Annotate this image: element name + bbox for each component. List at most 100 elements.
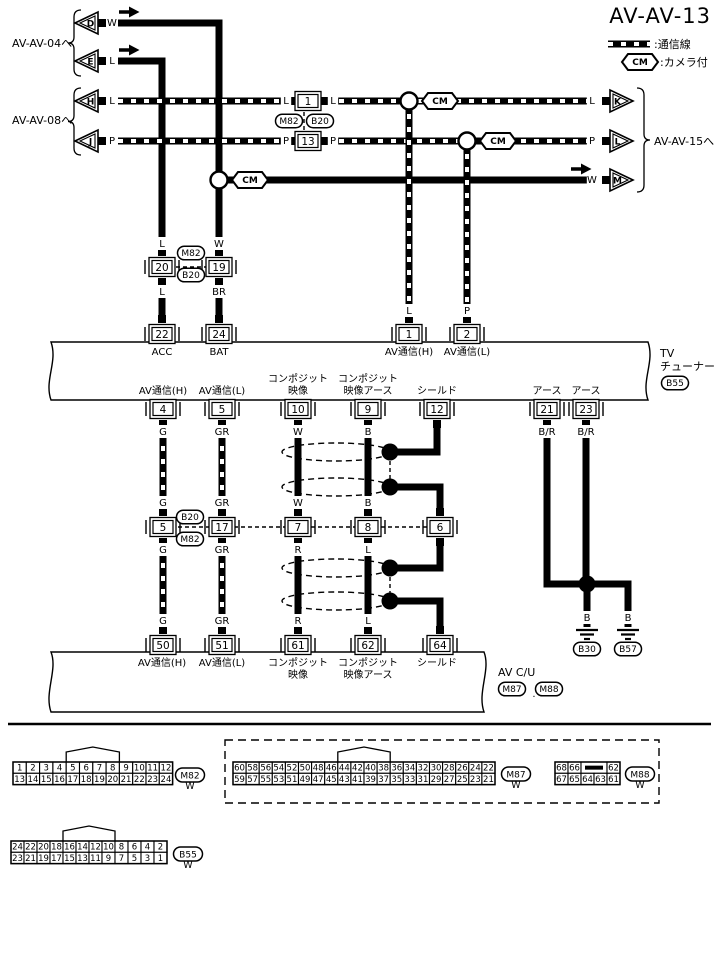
terminal-pin xyxy=(405,315,413,323)
terminal-pin xyxy=(364,420,372,428)
terminal-inner xyxy=(211,637,233,653)
label-mask xyxy=(586,134,598,147)
connector-B20 xyxy=(305,113,335,129)
terminal-pin xyxy=(215,248,223,256)
label: コンポジット xyxy=(338,373,398,385)
pin-number: 3 xyxy=(145,854,150,864)
connector-id: M88 xyxy=(539,685,558,695)
label: コンポジット xyxy=(268,373,328,385)
label: 映像アース xyxy=(344,385,393,397)
terminal-pin xyxy=(433,420,441,428)
pin-number: 13 xyxy=(14,775,25,785)
label-mask xyxy=(213,425,231,438)
label: ACC xyxy=(152,347,173,358)
terminal-number: 22 xyxy=(155,329,168,341)
label: GR xyxy=(215,427,230,438)
terminal-pin xyxy=(602,176,610,184)
terminal-number: 7 xyxy=(295,522,302,534)
pin-number: 55 xyxy=(260,775,271,785)
pin-number: 64 xyxy=(582,775,593,785)
pin-number: 36 xyxy=(391,764,402,774)
pin-number: 8 xyxy=(119,843,124,853)
terminal-inner xyxy=(297,133,319,149)
pin-number: 4 xyxy=(145,843,150,853)
av-cu-box xyxy=(48,651,487,713)
terminal-inner xyxy=(211,519,233,535)
terminal-pin xyxy=(98,137,106,145)
connector-arrow-inner xyxy=(78,15,96,31)
pin-number: 46 xyxy=(326,764,337,774)
pin-grid-M82 xyxy=(12,761,174,786)
pin-number: 45 xyxy=(326,775,337,785)
terminal-inner xyxy=(151,259,173,275)
pin-grid-B55 xyxy=(10,840,168,865)
terminal-inner xyxy=(211,401,233,417)
pin-number: 17 xyxy=(67,775,78,785)
connector-clip xyxy=(62,825,116,841)
connector-arrow-inner xyxy=(78,53,96,69)
pin-number: 11 xyxy=(147,764,158,774)
label: チューナー xyxy=(660,360,715,373)
label-mask xyxy=(362,614,374,627)
cm-badge xyxy=(478,132,518,150)
pin-number: 17 xyxy=(51,854,62,864)
terminal-number: 6 xyxy=(437,522,444,534)
terminal-pin xyxy=(321,137,329,145)
label-mask xyxy=(157,543,169,556)
wire xyxy=(587,580,632,627)
pin-number: 40 xyxy=(365,764,376,774)
label: P xyxy=(464,306,470,317)
pin-number: 41 xyxy=(352,775,363,785)
direction-arrow-head xyxy=(129,44,140,56)
terminal-pin xyxy=(218,626,226,634)
connector-arrow-letter: J xyxy=(88,137,92,147)
cm-badge-text: CM xyxy=(632,58,648,68)
terminal-pin xyxy=(159,420,167,428)
connector-clip xyxy=(337,746,391,762)
terminal-pin xyxy=(436,626,444,634)
label-mask xyxy=(292,425,304,438)
pin-number: 23 xyxy=(12,854,23,864)
connector-color: W xyxy=(511,780,521,791)
label-mask xyxy=(213,614,231,627)
label: R xyxy=(295,616,302,627)
label: W xyxy=(107,18,117,29)
label: AV通信(L) xyxy=(444,346,491,358)
pin-number: 19 xyxy=(94,775,105,785)
pin-number: 59 xyxy=(234,775,245,785)
terminal-pin xyxy=(98,57,106,65)
cm-badge xyxy=(230,171,270,189)
pin-number: 43 xyxy=(339,775,350,785)
connector-arrow-letter: E xyxy=(87,57,93,67)
label-mask xyxy=(213,543,231,556)
terminal-pin xyxy=(436,508,444,516)
direction-arrow-head xyxy=(129,6,140,18)
terminal-number: 8 xyxy=(365,522,372,534)
direction-arrow-head xyxy=(581,163,592,175)
terminal-pin xyxy=(159,538,167,546)
pin-number: 7 xyxy=(97,764,102,774)
label: 映像 xyxy=(288,669,308,681)
connector-B55 xyxy=(660,375,690,391)
terminal-number: 10 xyxy=(291,404,304,416)
pin-number: 4 xyxy=(57,764,62,774)
camera-option-box xyxy=(224,739,660,804)
label: GR xyxy=(215,545,230,556)
pin-number: 48 xyxy=(313,764,324,774)
pin-number: 62 xyxy=(608,764,619,774)
label: L xyxy=(109,56,115,67)
cm-badge-text: CM xyxy=(490,137,506,147)
label: AV通信(L) xyxy=(199,385,246,397)
terminal-pin xyxy=(158,315,166,323)
terminal-pin xyxy=(218,420,226,428)
terminal-inner xyxy=(208,326,230,342)
connector-arrow-letter: L xyxy=(615,137,621,147)
terminal-pin xyxy=(321,97,329,105)
label: AV-AV-08へ xyxy=(12,114,72,127)
label: AV通信(H) xyxy=(139,385,187,397)
pin-number: 5 xyxy=(70,764,75,774)
connector-color: W xyxy=(183,860,193,871)
label-mask xyxy=(156,237,168,250)
pin-number: 9 xyxy=(123,764,128,774)
label: B xyxy=(365,498,372,509)
